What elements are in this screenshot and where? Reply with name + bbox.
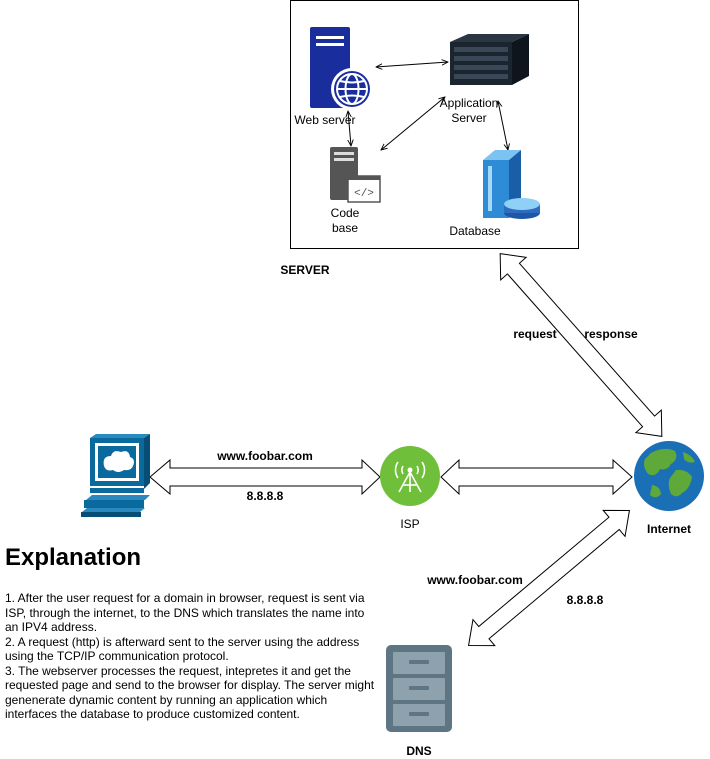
edge-isp-internet — [440, 458, 633, 496]
edge-app-code — [381, 97, 445, 150]
edge-web-code — [348, 111, 351, 146]
server-group-label: SERVER — [280, 263, 330, 277]
web-server-icon — [310, 27, 373, 110]
isp-tower-icon — [380, 446, 440, 506]
dns-label: DNS — [406, 744, 432, 758]
application-server-icon — [450, 34, 529, 85]
dns-cabinet-icon — [386, 645, 452, 732]
edge-internet-dns — [467, 509, 631, 647]
client-computer-icon — [81, 434, 150, 517]
explanation-step-3: 3. The webserver processes the request, … — [5, 663, 375, 722]
isp-label: ISP — [400, 517, 420, 531]
explanation-step-2: 2. A request (http) is afterward sent to… — [5, 634, 360, 664]
internet-globe-icon — [634, 441, 704, 511]
application-server-label: Application Server — [439, 96, 499, 125]
globe-icon — [334, 71, 370, 107]
client-isp-ip-label: 8.8.8.8 — [246, 489, 284, 503]
internet-label: Internet — [646, 522, 691, 536]
edge-app-db — [498, 101, 508, 150]
server-group-box — [290, 0, 579, 249]
database-label: Database — [449, 224, 501, 238]
code-base-icon: </> — [330, 147, 381, 203]
explanation-title: Explanation — [5, 544, 142, 571]
explanation-step-1: 1. After the user request for a domain i… — [5, 591, 365, 634]
request-label: request — [513, 327, 557, 341]
explanation-text: 1. After the user request for a domain i… — [5, 591, 380, 722]
internet-dns-ip-label: 8.8.8.8 — [566, 593, 604, 607]
internet-dns-domain-label: www.foobar.com — [427, 573, 523, 587]
web-server-label: Web server — [294, 113, 356, 127]
client-isp-domain-label: www.foobar.com — [217, 449, 313, 463]
database-icon — [483, 150, 540, 219]
response-label: response — [584, 327, 638, 341]
code-base-label: Code base — [330, 206, 360, 235]
svg-text:</>: </> — [354, 188, 374, 200]
edge-web-app — [376, 62, 448, 67]
edge-client-isp — [149, 458, 381, 496]
edge-server-internet — [499, 253, 663, 437]
